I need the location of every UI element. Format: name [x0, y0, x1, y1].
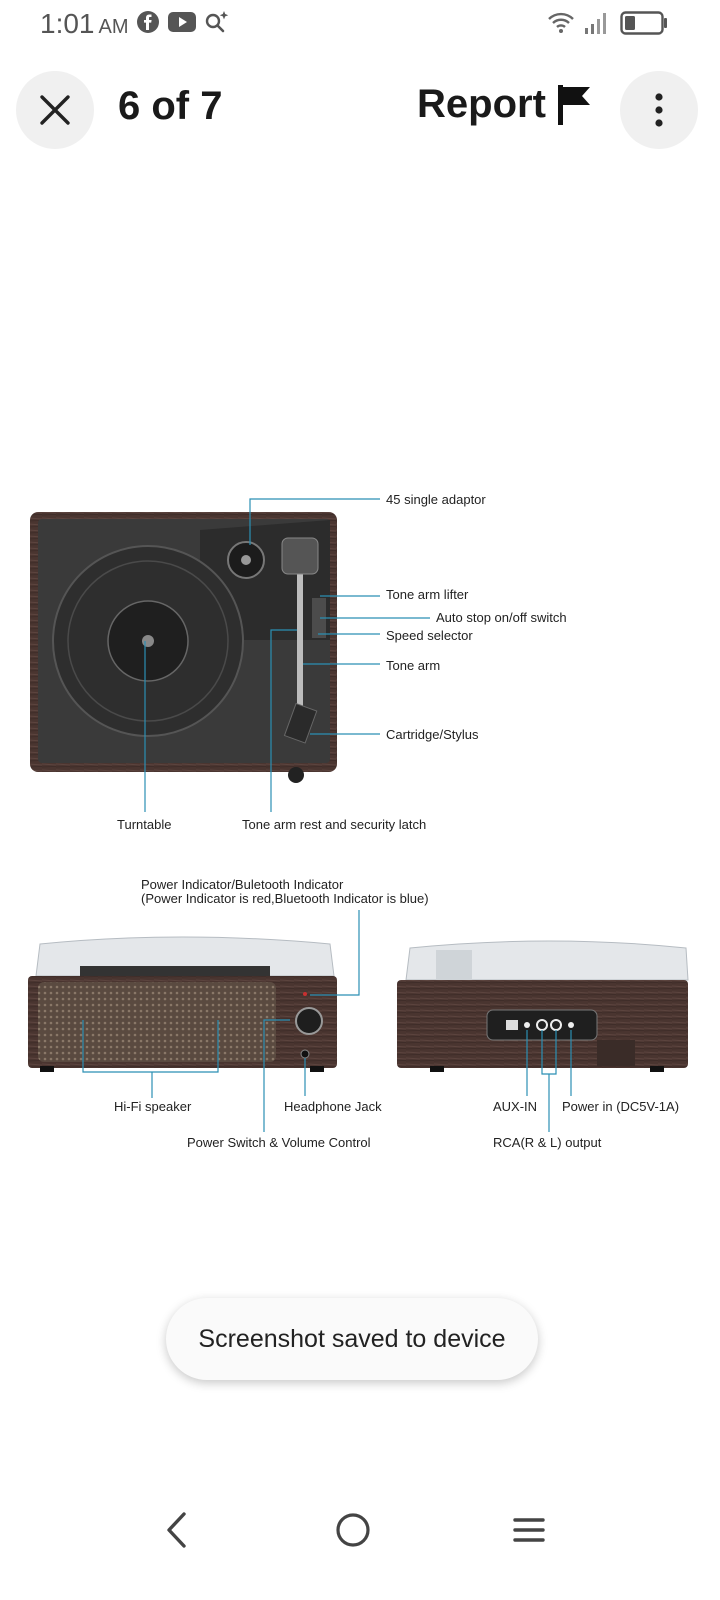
- callout-45-adaptor: 45 single adaptor: [386, 492, 486, 507]
- toast-notification: Screenshot saved to device: [166, 1298, 538, 1380]
- dust-cover-back: [405, 940, 689, 981]
- callout-tone-arm: Tone arm: [386, 658, 441, 673]
- signal-icon: [585, 13, 606, 34]
- callout-rca-output: RCA(R & L) output: [493, 1135, 602, 1150]
- close-icon: [40, 95, 70, 125]
- callout-power-indicator-note: (Power Indicator is red,Bluetooth Indica…: [141, 891, 429, 906]
- system-icons: [548, 10, 668, 36]
- callout-cartridge: Cartridge/Stylus: [386, 727, 479, 742]
- system-nav-bar: [0, 1480, 720, 1570]
- callout-auto-stop: Auto stop on/off switch: [436, 610, 567, 625]
- page-counter: 6 of 7: [118, 84, 223, 128]
- callout-aux-in: AUX-IN: [493, 1099, 538, 1114]
- battery-icon: [620, 11, 667, 35]
- tone-arm: [297, 560, 303, 720]
- callout-headphone-jack: Headphone Jack: [284, 1099, 382, 1114]
- flag-icon: [557, 84, 590, 125]
- status-ampm: AM: [98, 16, 129, 38]
- more-options-button[interactable]: [620, 71, 698, 149]
- report-label: Report: [417, 82, 546, 126]
- callout-power-in: Power in (DC5V-1A): [562, 1099, 680, 1114]
- facebook-icon: [137, 11, 159, 33]
- hifi-speaker-grille: [38, 982, 276, 1062]
- home-circle-icon: [336, 1513, 370, 1547]
- search-sparkle-icon: [205, 11, 229, 33]
- youtube-icon: [168, 12, 196, 32]
- cartridge: [283, 702, 318, 744]
- callout-speed-selector: Speed selector: [386, 628, 473, 643]
- volume-knob: [295, 1007, 323, 1035]
- callout-tone-arm-lifter: Tone arm lifter: [386, 587, 469, 602]
- callout-tone-arm-rest: Tone arm rest and security latch: [242, 817, 427, 832]
- menu-lines-icon: [513, 1518, 545, 1542]
- nav-home-button[interactable]: [323, 1500, 383, 1560]
- product-image[interactable]: 45 single adaptor Tone arm lifter Auto s…: [0, 470, 720, 1170]
- status-clock: 1:01: [40, 8, 95, 39]
- callout-power-switch: Power Switch & Volume Control: [187, 1135, 371, 1150]
- more-vert-icon: [655, 93, 663, 127]
- callout-turntable: Turntable: [117, 817, 172, 832]
- report-button[interactable]: Report: [417, 82, 592, 127]
- turntable-diagram: [28, 498, 689, 1132]
- toast-message: Screenshot saved to device: [198, 1324, 506, 1353]
- nav-back-button[interactable]: [146, 1500, 206, 1560]
- callout-hifi-speaker: Hi-Fi speaker: [114, 1099, 192, 1114]
- notification-icons: [136, 10, 230, 34]
- nav-recents-button[interactable]: [499, 1500, 559, 1560]
- back-chevron-icon: [167, 1512, 186, 1548]
- wifi-icon: [548, 12, 574, 33]
- callout-power-indicator: Power Indicator/Buletooth Indicator: [141, 877, 344, 892]
- close-button[interactable]: [16, 71, 94, 149]
